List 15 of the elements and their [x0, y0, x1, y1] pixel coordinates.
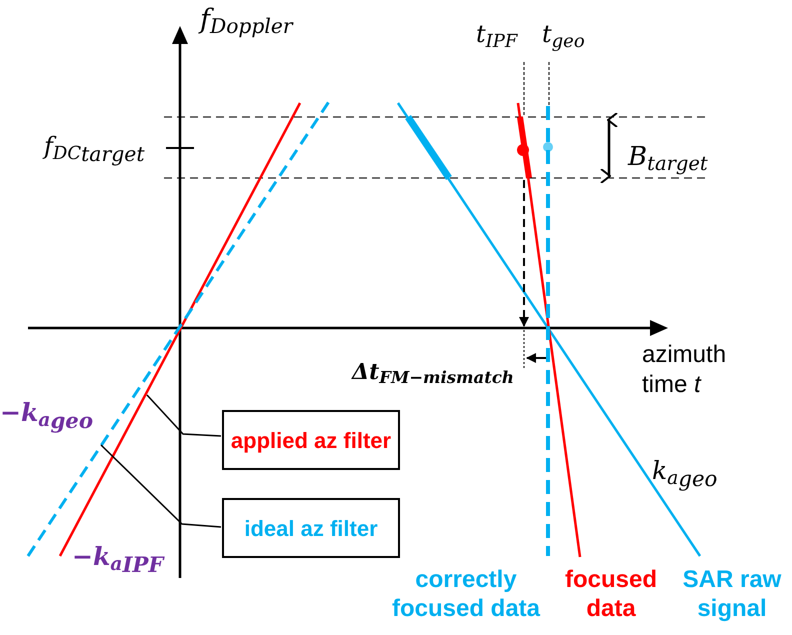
box-label: applied az filter [230, 426, 392, 455]
axis-label: azimuth time t [642, 340, 728, 400]
curve-label: SAR raw signal [682, 566, 782, 624]
curve-label: correctly focused data [390, 566, 542, 624]
curve-label: focused data [564, 566, 658, 624]
label-box [222, 498, 400, 558]
axis-label: f$_{Doppler}$ [200, 3, 292, 40]
time-label: t$_{geo}$ [542, 19, 585, 52]
label-box [222, 410, 400, 470]
box-label: ideal az filter [244, 514, 378, 542]
time-label: t$_{IPF}$ [476, 19, 518, 52]
bandwidth-label: B$_{target}$ [628, 141, 708, 177]
time-offset-label: Δt$_{FM−mismatch}$ [352, 358, 514, 389]
leader-line [100, 444, 222, 528]
leader-line [146, 394, 222, 437]
